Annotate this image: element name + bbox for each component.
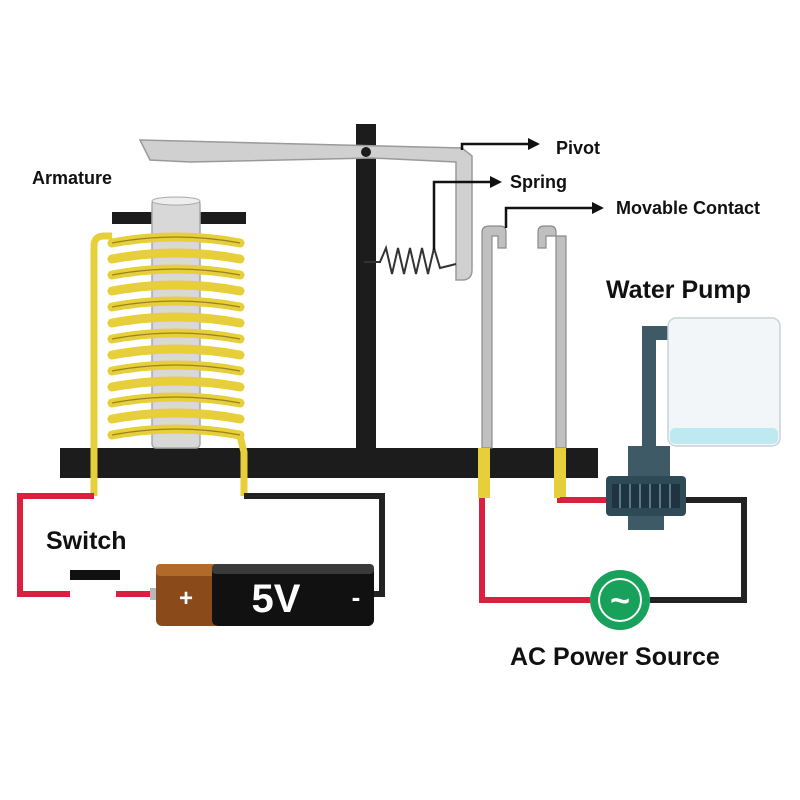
relay-post	[356, 124, 376, 454]
wire-black-coil	[244, 493, 385, 597]
label-pivot: Pivot	[556, 138, 600, 158]
wire-black-ac	[650, 497, 747, 603]
armature-lever	[138, 139, 473, 281]
water-pump	[606, 317, 781, 530]
coil-lead-right	[236, 435, 248, 496]
battery: + 5V -	[150, 564, 374, 626]
battery-voltage-label: 5V	[252, 577, 301, 621]
wire-red-pump	[557, 497, 610, 503]
switch-lever[interactable]	[70, 570, 120, 580]
water-level	[670, 428, 778, 444]
movable-contact-callout	[504, 202, 604, 228]
fixed-contact	[537, 225, 567, 449]
battery-negative-sign: -	[352, 582, 361, 612]
label-water-pump: Water Pump	[606, 276, 751, 304]
pivot-callout	[460, 138, 540, 150]
spring-callout	[432, 176, 502, 250]
relay-base	[60, 448, 598, 478]
label-armature: Armature	[32, 168, 112, 188]
ac-power-source: ~	[590, 570, 650, 630]
label-ac-power-source: AC Power Source	[510, 643, 720, 671]
label-spring: Spring	[510, 172, 567, 192]
label-movable-contact: Movable Contact	[616, 198, 760, 218]
water-beaker	[667, 317, 781, 447]
coil-lead-left	[90, 232, 112, 496]
movable-contact	[481, 225, 507, 449]
ac-symbol: ~	[610, 582, 630, 620]
wire-red-switch-left	[17, 493, 94, 597]
battery-positive-sign: +	[179, 585, 193, 612]
wire-red-ac	[479, 498, 590, 603]
spring	[364, 244, 457, 275]
label-switch: Switch	[46, 527, 127, 555]
pivot-point	[361, 147, 371, 157]
